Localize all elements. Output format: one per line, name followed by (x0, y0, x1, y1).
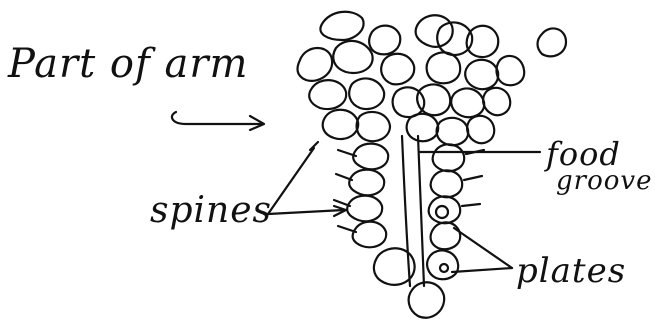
part-of-arm-label: Part of arm (8, 44, 248, 84)
food-groove (402, 136, 424, 286)
groove-label: groove (556, 168, 652, 194)
spines-leader-lines (268, 148, 346, 216)
spines-label: spines (150, 193, 272, 229)
plates-label: plates (516, 254, 626, 288)
part-of-arm-arrow (172, 112, 264, 130)
upper-arm-plates (298, 12, 566, 145)
